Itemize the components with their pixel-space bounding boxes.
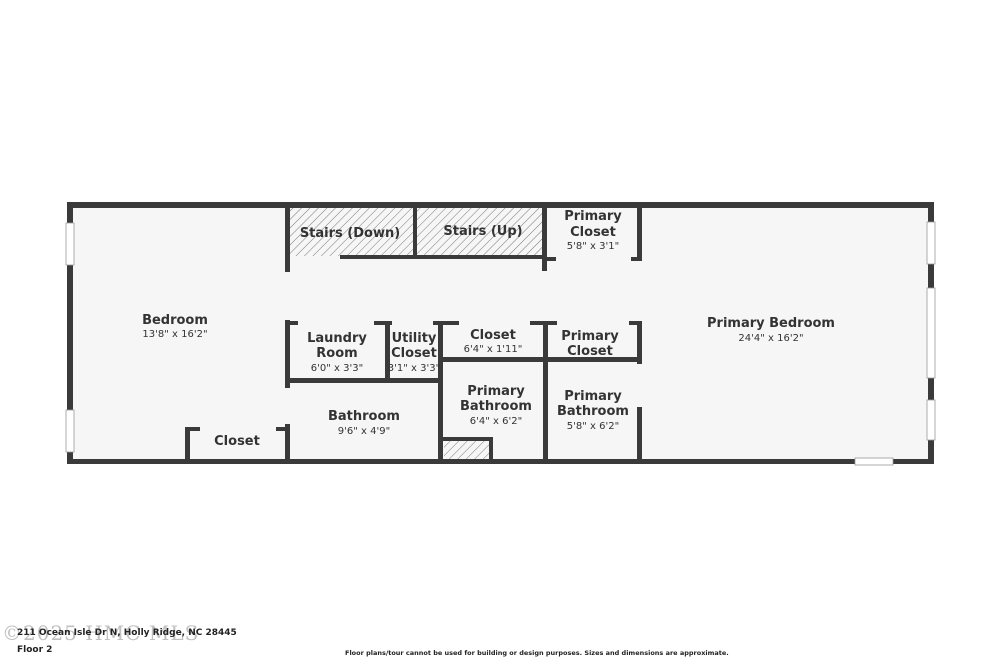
room-primary-bathroom-left: Primary Bathroom 6'4" x 6'2" (460, 384, 532, 427)
stairs-down-hatch (289, 208, 413, 256)
room-label: Utility (392, 331, 437, 346)
room-label: Primary (467, 384, 525, 399)
room-dims: 6'4" x 1'11" (464, 344, 523, 355)
room-dims: 6'0" x 3'3" (311, 363, 363, 374)
room-label: Laundry (307, 331, 367, 346)
room-label: Stairs (Up) (443, 224, 522, 239)
watermark: ©2025 HMC MLS (2, 621, 200, 645)
room-primary-bathroom-right: Primary Bathroom 5'8" x 6'2" (557, 389, 629, 432)
room-label: Stairs (Down) (300, 226, 400, 241)
room-label: Primary (561, 329, 619, 344)
room-dims: 5'8" x 6'2" (567, 421, 619, 432)
stairs-up-hatch (417, 208, 544, 257)
room-stairs-down: Stairs (Down) (300, 226, 400, 241)
room-label: Primary (564, 209, 622, 224)
room-primary-bedroom: Primary Bedroom 24'4" x 16'2" (707, 316, 835, 344)
room-dims: 24'4" x 16'2" (738, 333, 803, 344)
room-label: Bathroom (328, 409, 400, 424)
room-label: Closet (391, 346, 437, 361)
chase-hatch (444, 440, 490, 459)
room-primary-closet-top: Primary Closet 5'8" x 3'1" (564, 209, 622, 252)
disclaimer: Floor plans/tour cannot be used for buil… (345, 649, 729, 657)
room-label: Closet (570, 225, 616, 240)
room-label: Closet (567, 344, 613, 359)
room-dims: 6'4" x 6'2" (470, 416, 522, 427)
room-primary-closet-middle: Primary Closet (561, 329, 619, 359)
room-dims: 13'8" x 16'2" (142, 329, 207, 340)
room-label: Room (316, 346, 357, 361)
windows (65, 221, 936, 466)
room-label: Primary (564, 389, 622, 404)
room-dims: 3'1" x 3'3" (388, 363, 440, 374)
room-closet-middle: Closet 6'4" x 1'11" (464, 328, 523, 355)
room-label: Primary Bedroom (707, 316, 835, 331)
room-label: Closet (214, 434, 260, 449)
room-bedroom: Bedroom 13'8" x 16'2" (142, 313, 208, 340)
property-address: 211 Ocean Isle Dr N, Holly Ridge, NC 284… (17, 628, 237, 638)
room-stairs-up: Stairs (Up) (443, 224, 522, 239)
floor-label: Floor 2 (17, 645, 53, 655)
room-utility-closet: Utility Closet 3'1" x 3'3" (388, 331, 440, 374)
room-dims: 9'6" x 4'9" (338, 426, 390, 437)
room-dims: 5'8" x 3'1" (567, 241, 619, 252)
room-label: Bathroom (460, 399, 532, 414)
room-bathroom: Bathroom 9'6" x 4'9" (328, 409, 400, 437)
room-label: Bathroom (557, 404, 629, 419)
room-laundry: Laundry Room 6'0" x 3'3" (307, 331, 367, 374)
room-label: Closet (470, 328, 516, 343)
room-label: Bedroom (142, 313, 208, 328)
room-closet-bottom: Closet (214, 434, 260, 449)
